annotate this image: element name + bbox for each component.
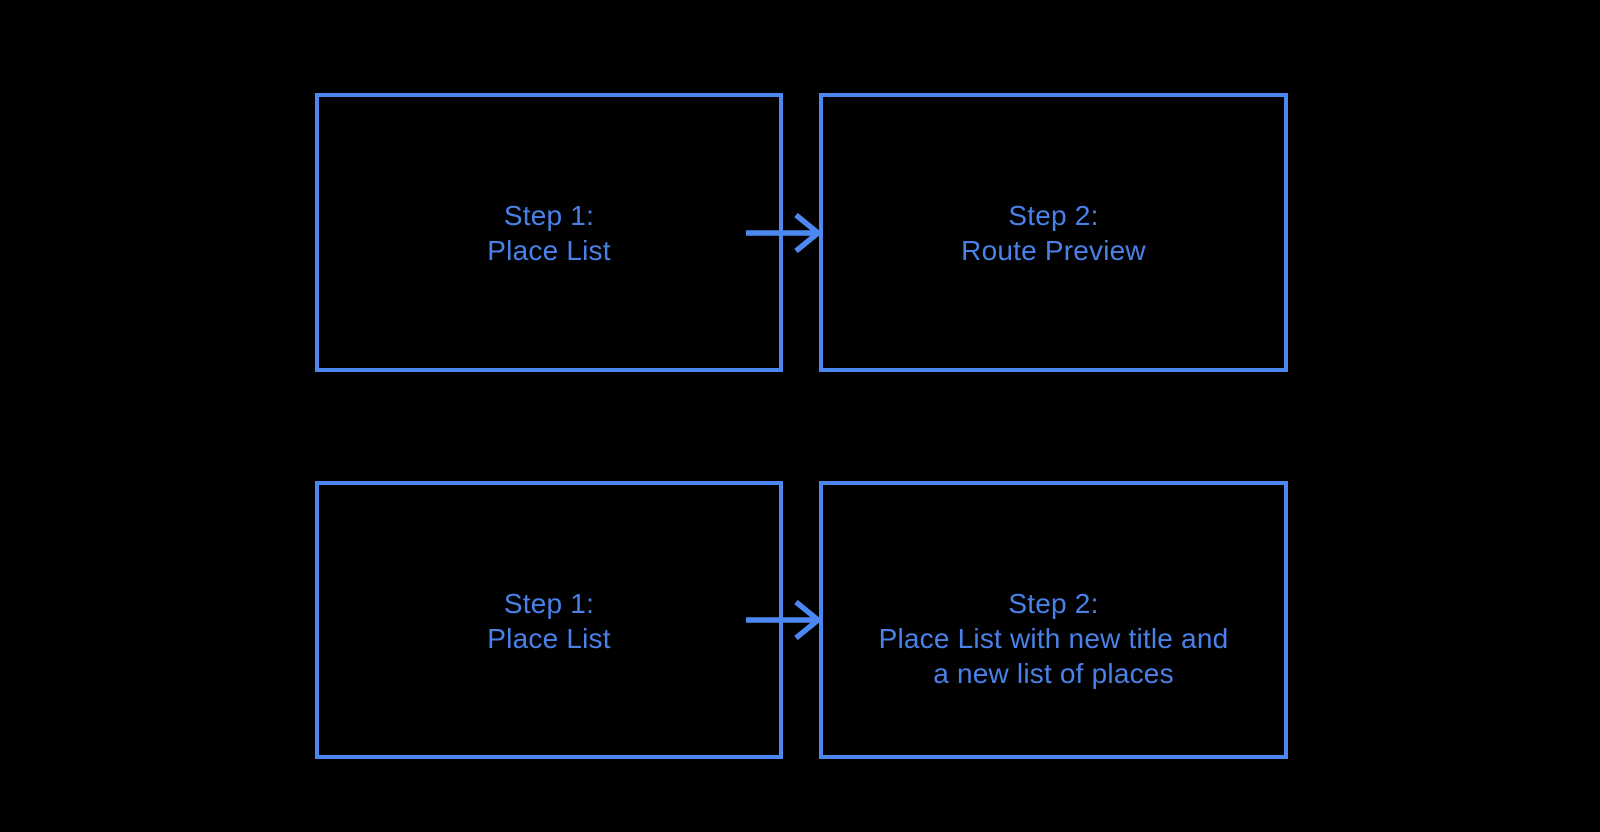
box-text-line: Step 2:: [1008, 588, 1099, 619]
arrow-right-icon: [746, 599, 823, 641]
box-text-line: Step 1:: [503, 588, 595, 619]
box-text-line: Step 2:: [1008, 200, 1099, 231]
arrow-right-icon: [746, 212, 823, 254]
flow2-source-label: Step 1: Place List: [319, 586, 779, 656]
box-text-line: Place List: [487, 235, 611, 266]
flow2-target-label: Step 2: Place List with new title and a …: [823, 586, 1284, 691]
box-text-line: Place List with new title and: [878, 623, 1229, 654]
flow1-source-box: Step 1: Place List: [315, 93, 783, 372]
flow2-target-box: Step 2: Place List with new title and a …: [819, 481, 1288, 759]
flow1-target-box: Step 2: Route Preview: [819, 93, 1288, 372]
box-text-line: Route Preview: [961, 235, 1146, 266]
flow1-source-label: Step 1: Place List: [319, 198, 779, 268]
box-text-line: Place List: [487, 623, 611, 654]
flow1-target-label: Step 2: Route Preview: [823, 198, 1284, 268]
box-text-line: Step 1:: [503, 200, 595, 231]
box-text-line: a new list of places: [933, 658, 1174, 689]
flow2-source-box: Step 1: Place List: [315, 481, 783, 759]
